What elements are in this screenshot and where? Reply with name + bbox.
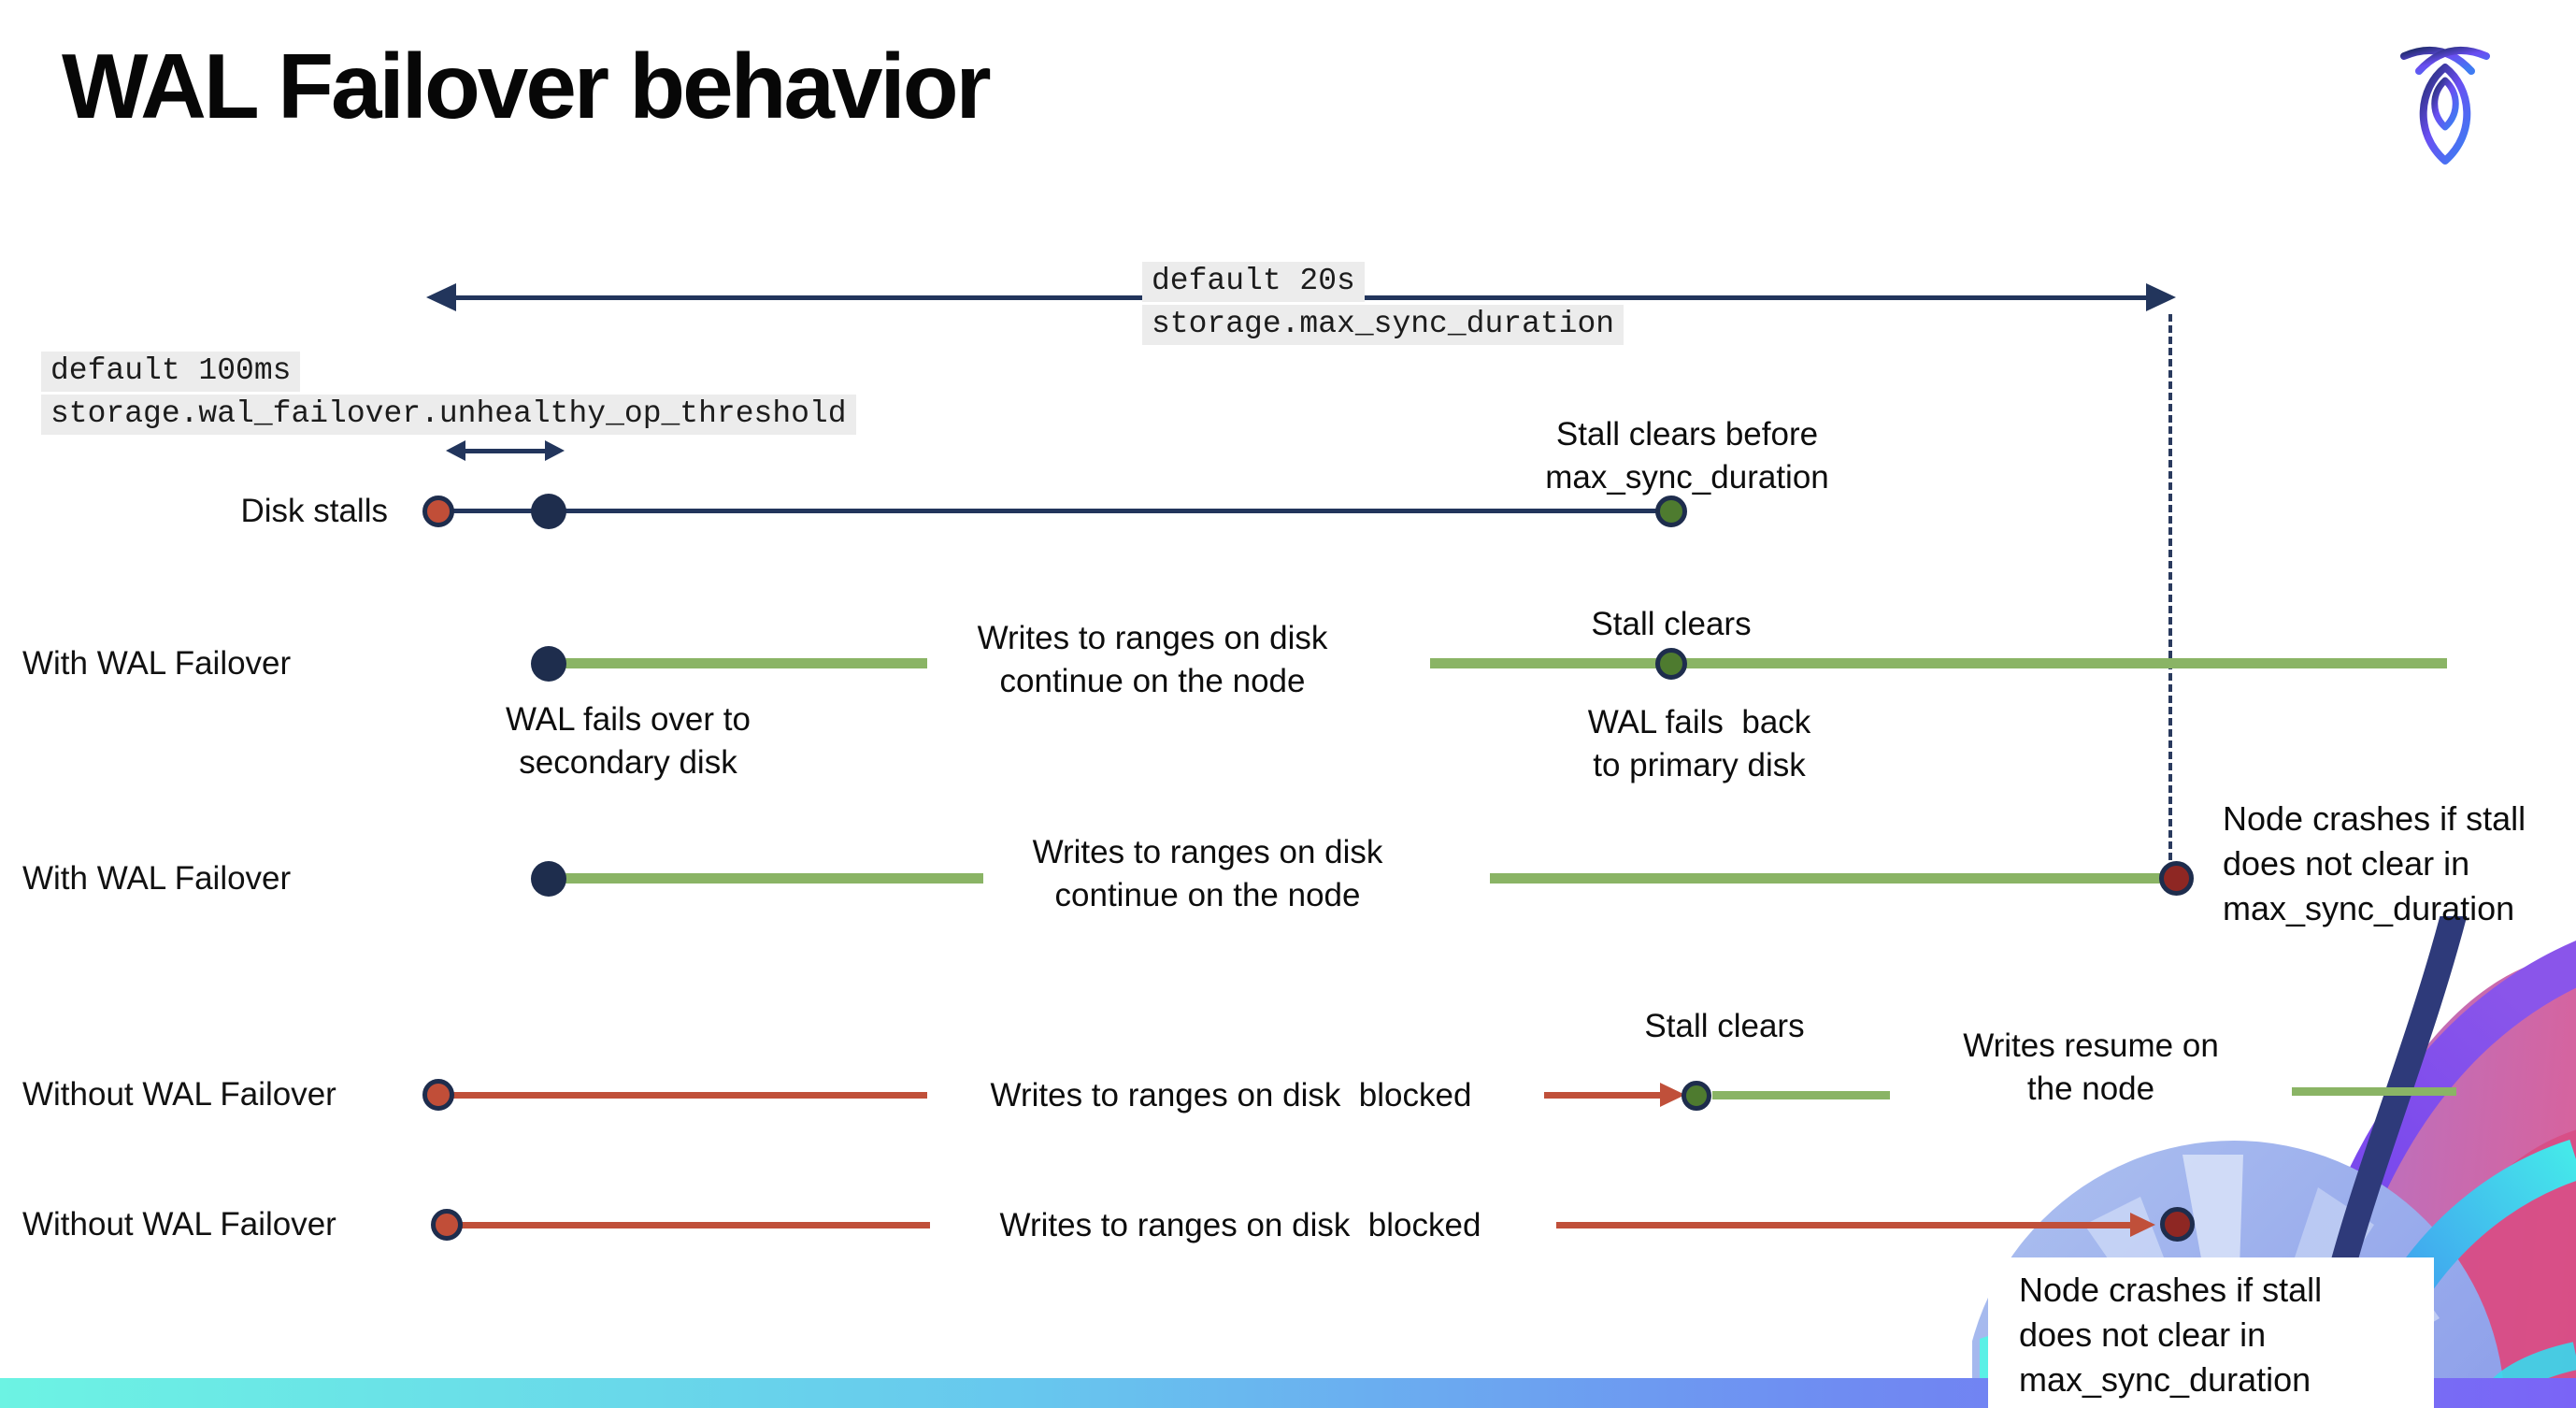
stall-clear-dot-row2 bbox=[1655, 648, 1687, 680]
writes-blocked-line-a-row4 bbox=[452, 1092, 927, 1099]
stall-start-dot-row5 bbox=[431, 1209, 463, 1241]
unhealthy-op-threshold-label: default 100ms storage.wal_failover.unhea… bbox=[41, 352, 856, 438]
stall-clears-annotation-row2: Stall clears bbox=[1591, 606, 1752, 642]
writes-blocked-line-b-row4 bbox=[1544, 1092, 1666, 1099]
red-arrow-head-row4-icon bbox=[1660, 1083, 1685, 1107]
node-crashes-annotation-row3: Node crashes if stall does not clear in … bbox=[2223, 799, 2526, 927]
node-crash-dot-row5 bbox=[2160, 1207, 2195, 1242]
writes-continue-annotation-row2: Writes to ranges on disk continue on the… bbox=[977, 620, 1328, 699]
stall-clear-dot-row1 bbox=[1655, 496, 1687, 527]
writes-continue-line-a-row3 bbox=[562, 873, 983, 884]
wal-fails-over-annotation: WAL fails over to secondary disk bbox=[506, 701, 751, 781]
stall-clears-before-annotation: Stall clears before max_sync_duration bbox=[1545, 416, 1829, 496]
wal-fails-back-annotation: WAL fails back to primary disk bbox=[1587, 704, 1811, 783]
row-label-without-wal-1: Without WAL Failover bbox=[22, 1076, 336, 1113]
writes-resume-line-row4 bbox=[1712, 1091, 1890, 1099]
node-crashes-callout-box bbox=[1988, 1257, 2434, 1408]
disk-stalls-timeline bbox=[438, 509, 1671, 513]
small-arrow-head-right-icon bbox=[545, 440, 565, 461]
node-crash-dot-row3 bbox=[2159, 861, 2194, 896]
stall-start-dot bbox=[422, 496, 454, 527]
writes-resume-annotation: Writes resume on the node bbox=[1963, 1027, 2219, 1107]
writes-blocked-annotation-row5: Writes to ranges on disk blocked bbox=[999, 1207, 1481, 1243]
row-label-disk-stalls: Disk stalls bbox=[240, 493, 388, 529]
unhealthy-op-default-label: default 100ms bbox=[41, 352, 301, 392]
arrow-head-left-icon bbox=[426, 283, 456, 311]
threshold-dot bbox=[531, 494, 566, 529]
writes-blocked-line-a-row5 bbox=[461, 1222, 930, 1228]
row-label-with-wal-1: With WAL Failover bbox=[22, 645, 292, 682]
writes-resume-line-right-row4 bbox=[2292, 1087, 2456, 1096]
writes-continue-line-b-row2 bbox=[1430, 658, 2447, 668]
cockroach-logo-icon bbox=[2400, 47, 2490, 165]
unhealthy-op-setting-label: storage.wal_failover.unhealthy_op_thresh… bbox=[41, 395, 856, 435]
writes-blocked-line-b-row5 bbox=[1556, 1222, 2136, 1228]
failover-dot-row3 bbox=[531, 861, 566, 897]
writes-continue-line-b-row3 bbox=[1490, 873, 2170, 884]
stall-clear-dot-row4 bbox=[1682, 1081, 1711, 1111]
red-arrow-head-row5-icon bbox=[2130, 1213, 2155, 1237]
page-title: WAL Failover behavior bbox=[62, 35, 992, 137]
max-sync-setting-label: storage.max_sync_duration bbox=[1142, 305, 1624, 345]
unhealthy-op-arrow-line bbox=[464, 449, 546, 453]
row-label-with-wal-2: With WAL Failover bbox=[22, 860, 292, 897]
node-crashes-annotation-row5: Node crashes if stall does not clear in … bbox=[2019, 1271, 2323, 1399]
stall-clears-annotation-row4: Stall clears bbox=[1644, 1008, 1805, 1044]
row-label-without-wal-2: Without WAL Failover bbox=[22, 1206, 336, 1243]
writes-blocked-annotation-row4: Writes to ranges on disk blocked bbox=[990, 1077, 1472, 1113]
small-arrow-head-left-icon bbox=[446, 440, 465, 461]
max-sync-deadline-dashed-line bbox=[2168, 314, 2172, 860]
max-sync-duration-label: default 20s storage.max_sync_duration bbox=[1142, 262, 1624, 348]
writes-continue-annotation-row3: Writes to ranges on disk continue on the… bbox=[1032, 834, 1383, 913]
max-sync-default-label: default 20s bbox=[1142, 262, 1365, 302]
writes-continue-line-a-row2 bbox=[562, 658, 927, 668]
failover-dot-row2 bbox=[531, 646, 566, 682]
stall-start-dot-row4 bbox=[422, 1079, 454, 1111]
arrow-head-right-icon bbox=[2146, 283, 2176, 311]
